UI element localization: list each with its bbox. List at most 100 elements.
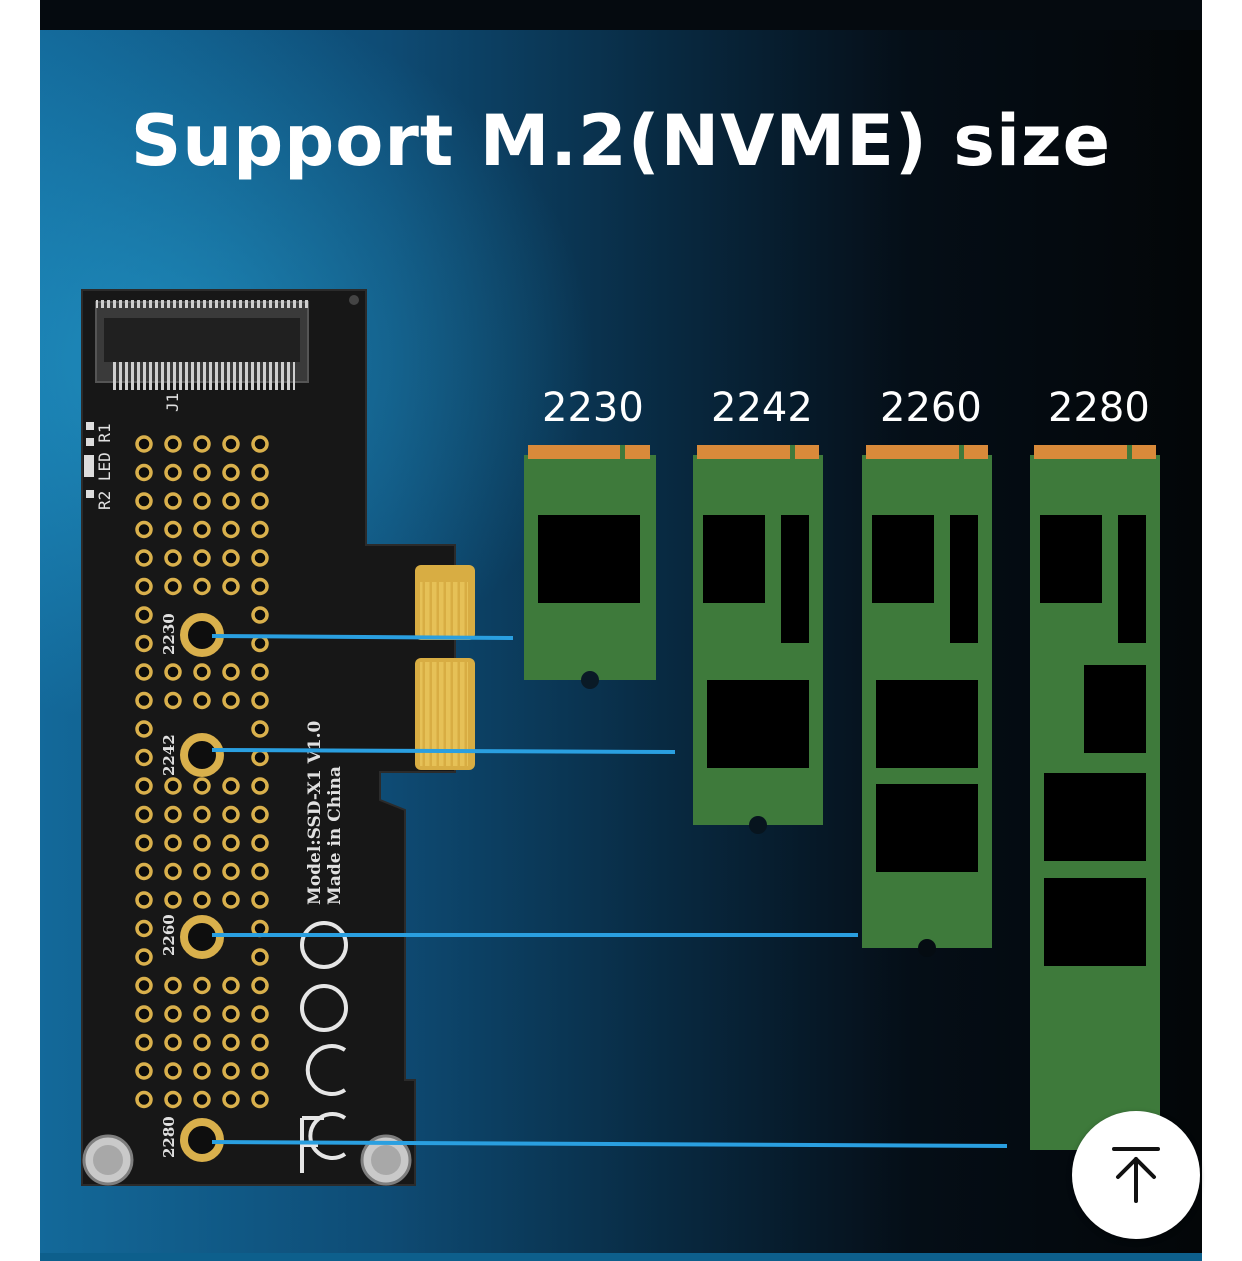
pcb-hole — [164, 691, 182, 710]
pcb-hole — [164, 463, 182, 482]
certification-marks — [300, 921, 348, 1173]
pcb-hole — [222, 1005, 240, 1023]
pcb-hole — [222, 691, 240, 710]
pcb-hole — [164, 1090, 182, 1109]
pcb-hole — [193, 1005, 211, 1023]
pcb-hole — [193, 492, 211, 510]
screw-right — [360, 1134, 412, 1186]
pcb-hole-grid — [135, 435, 269, 1109]
arrow-up-to-bar-icon — [1112, 1147, 1160, 1203]
pcb-hole — [135, 691, 153, 710]
ce-mark-icon — [305, 1044, 347, 1096]
pcb-hole — [164, 1062, 182, 1080]
pcb-hole — [193, 834, 211, 852]
pcb-hole — [135, 663, 153, 681]
origin-label: Made in China — [325, 766, 345, 905]
top-dark-strip — [40, 0, 1202, 30]
pcb-hole — [135, 805, 153, 824]
pcb-hole — [193, 663, 211, 681]
pcb-hole — [164, 435, 182, 453]
led-label: R2 LED R1 — [95, 423, 114, 510]
product-banner: Support M.2(NVME) size J1 R2 LED R1 Mode… — [40, 0, 1202, 1261]
pcb-hole — [251, 834, 269, 852]
pcb-hole — [135, 492, 153, 510]
pcb-hole — [193, 862, 211, 881]
mount-hole-2280 — [180, 1118, 224, 1162]
pcb-hole — [135, 577, 153, 596]
pcb-hole — [222, 1033, 240, 1052]
pcb-hole — [135, 634, 153, 653]
pcb-hole — [193, 435, 211, 453]
scroll-to-top-button[interactable] — [1072, 1111, 1200, 1239]
pcb-hole — [251, 948, 269, 966]
pcb-hole — [164, 1033, 182, 1052]
pcb-hole — [135, 748, 153, 767]
pcb-hole — [135, 777, 153, 795]
hole-label-2260: 2260 — [160, 914, 178, 956]
pcb-hole — [251, 463, 269, 482]
pcb-hole — [164, 492, 182, 510]
pcb-hole — [222, 1062, 240, 1080]
pcb-hole — [193, 577, 211, 596]
pcb-hole — [135, 1005, 153, 1023]
pcb-hole — [222, 663, 240, 681]
nf-mark-icon — [300, 984, 348, 1032]
rohs-mark-icon — [300, 921, 348, 969]
bottom-strip — [40, 1253, 1202, 1261]
size-label-2242: 2242 — [711, 385, 813, 431]
pcb-hole — [164, 577, 182, 596]
pcb-hole — [251, 777, 269, 795]
pcb-hole — [251, 606, 269, 624]
pcb-hole — [164, 976, 182, 995]
pcb-hole — [164, 777, 182, 795]
pcb-hole — [164, 862, 182, 881]
pcb-hole — [251, 577, 269, 596]
mount-hole-2242 — [180, 733, 224, 777]
pcb-hole — [222, 777, 240, 795]
connector-label: J1 — [163, 393, 182, 412]
pcb-hole — [135, 435, 153, 453]
pcb-hole — [135, 520, 153, 539]
pcb-hole — [193, 463, 211, 482]
pcb-hole — [251, 862, 269, 881]
pcb-hole — [251, 748, 269, 767]
pcb-hole — [251, 891, 269, 909]
ssd-2260 — [862, 445, 992, 957]
pcb-hole — [251, 663, 269, 681]
pcb-hole — [135, 976, 153, 995]
pcb-hole — [193, 891, 211, 909]
pcb-hole — [251, 805, 269, 824]
pcb-hole — [251, 1090, 269, 1109]
pcb-hole — [135, 862, 153, 881]
pcb-hole — [193, 1033, 211, 1052]
pcb-hole — [251, 492, 269, 510]
ssd-2280 — [1030, 445, 1160, 1150]
pcb-hole — [251, 1033, 269, 1052]
hole-label-2242: 2242 — [160, 734, 178, 776]
pcb-hole — [222, 463, 240, 482]
pcb-hole — [251, 520, 269, 539]
fcc-mark-icon — [308, 1112, 347, 1160]
pcb-hole — [222, 435, 240, 453]
model-label: Model:SSD-X1 V1.0 — [305, 720, 325, 905]
pcb-hole — [222, 805, 240, 824]
pcb-hole — [164, 834, 182, 852]
size-label-2260: 2260 — [880, 385, 982, 431]
line-2230 — [211, 634, 514, 640]
pcb-hole — [135, 948, 153, 966]
pcb-hole — [135, 549, 153, 567]
size-label-2230: 2230 — [542, 385, 644, 431]
pcie-gold-fingers — [415, 565, 475, 770]
ssd-2230 — [524, 445, 656, 689]
pcb-hole — [135, 834, 153, 852]
pcb-hole — [251, 435, 269, 453]
pcb-hole — [193, 777, 211, 795]
pcb-hole — [251, 691, 269, 710]
pcb-hole — [164, 891, 182, 909]
pcb-hole — [164, 663, 182, 681]
pcb-hole — [251, 720, 269, 738]
size-label-2280: 2280 — [1048, 385, 1150, 431]
line-2242 — [211, 748, 676, 754]
pcb-hole — [193, 976, 211, 995]
pcb-hole — [251, 976, 269, 995]
